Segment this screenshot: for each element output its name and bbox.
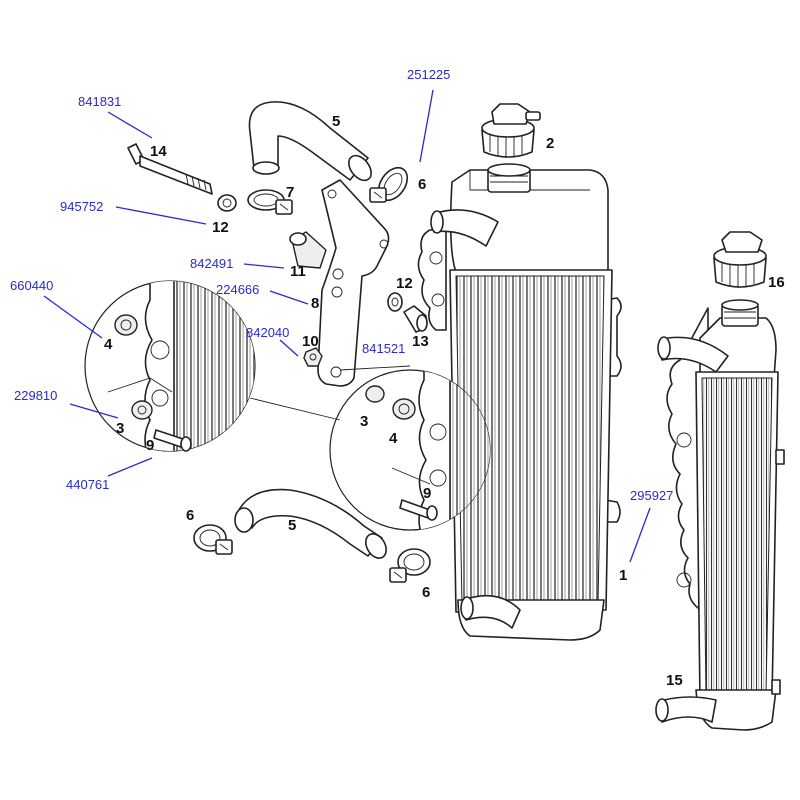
callout-9: 9	[146, 437, 154, 454]
hose-clamp-6-left	[193, 524, 233, 555]
part-number-842491: 842491	[190, 256, 233, 271]
callout-6: 6	[418, 176, 426, 193]
part-number-842040: 842040	[246, 325, 289, 340]
callout-9: 9	[423, 485, 431, 502]
callout-15: 15	[666, 672, 683, 689]
callout-3: 3	[116, 420, 124, 437]
part-number-945752: 945752	[60, 199, 103, 214]
callout-7: 7	[286, 184, 294, 201]
callout-4: 4	[389, 430, 398, 447]
part-number-841521: 841521	[362, 341, 405, 356]
detail-circle-right	[329, 369, 491, 531]
mounting-bracket	[317, 179, 390, 387]
washer-12-right	[387, 292, 403, 312]
callout-5: 5	[288, 517, 296, 534]
upper-hose	[248, 101, 372, 182]
washer-12-top	[217, 194, 237, 212]
callout-13: 13	[412, 333, 429, 350]
hose-clamp-6-right	[389, 548, 431, 583]
nut-10	[303, 347, 323, 367]
radiator-cap-2	[481, 103, 541, 158]
bolt-13	[403, 305, 428, 333]
callout-5: 5	[332, 113, 340, 130]
callout-4: 4	[104, 336, 113, 353]
callout-12: 12	[212, 219, 229, 236]
callout-10: 10	[302, 333, 319, 350]
detail-circle-left	[84, 280, 256, 452]
part-number-660440: 660440	[10, 278, 53, 293]
part-numbers: 251225 841831 945752 842491 660440 22466…	[10, 67, 673, 503]
callout-12: 12	[396, 275, 413, 292]
lower-hose	[234, 488, 387, 559]
part-number-251225: 251225	[407, 67, 450, 82]
secondary-radiator	[655, 299, 785, 731]
callout-8: 8	[311, 295, 319, 312]
callout-1: 1	[619, 567, 627, 584]
callout-3: 3	[360, 413, 368, 430]
part-number-440761: 440761	[66, 477, 109, 492]
bolt-14	[127, 143, 213, 195]
leader-lines	[43, 89, 651, 563]
callout-6: 6	[422, 584, 430, 601]
main-radiator	[417, 163, 622, 641]
hose-clamp-6-top	[369, 166, 409, 203]
radiator-cap-16	[713, 231, 767, 288]
hose-clamp-7	[247, 189, 293, 215]
part-number-841831: 841831	[78, 94, 121, 109]
part-number-229810: 229810	[14, 388, 57, 403]
callout-2: 2	[546, 135, 554, 152]
callout-11: 11	[290, 263, 306, 280]
spacer-11	[289, 231, 327, 269]
part-number-295927: 295927	[630, 488, 673, 503]
callout-16: 16	[768, 274, 785, 291]
part-number-224666: 224666	[216, 282, 259, 297]
callout-6: 6	[186, 507, 194, 524]
callout-14: 14	[150, 143, 167, 160]
callout-numbers: 1 2 3 3 4 4 5 5 6 6 6 7 8 9 9 10 11 12 1…	[104, 113, 785, 689]
